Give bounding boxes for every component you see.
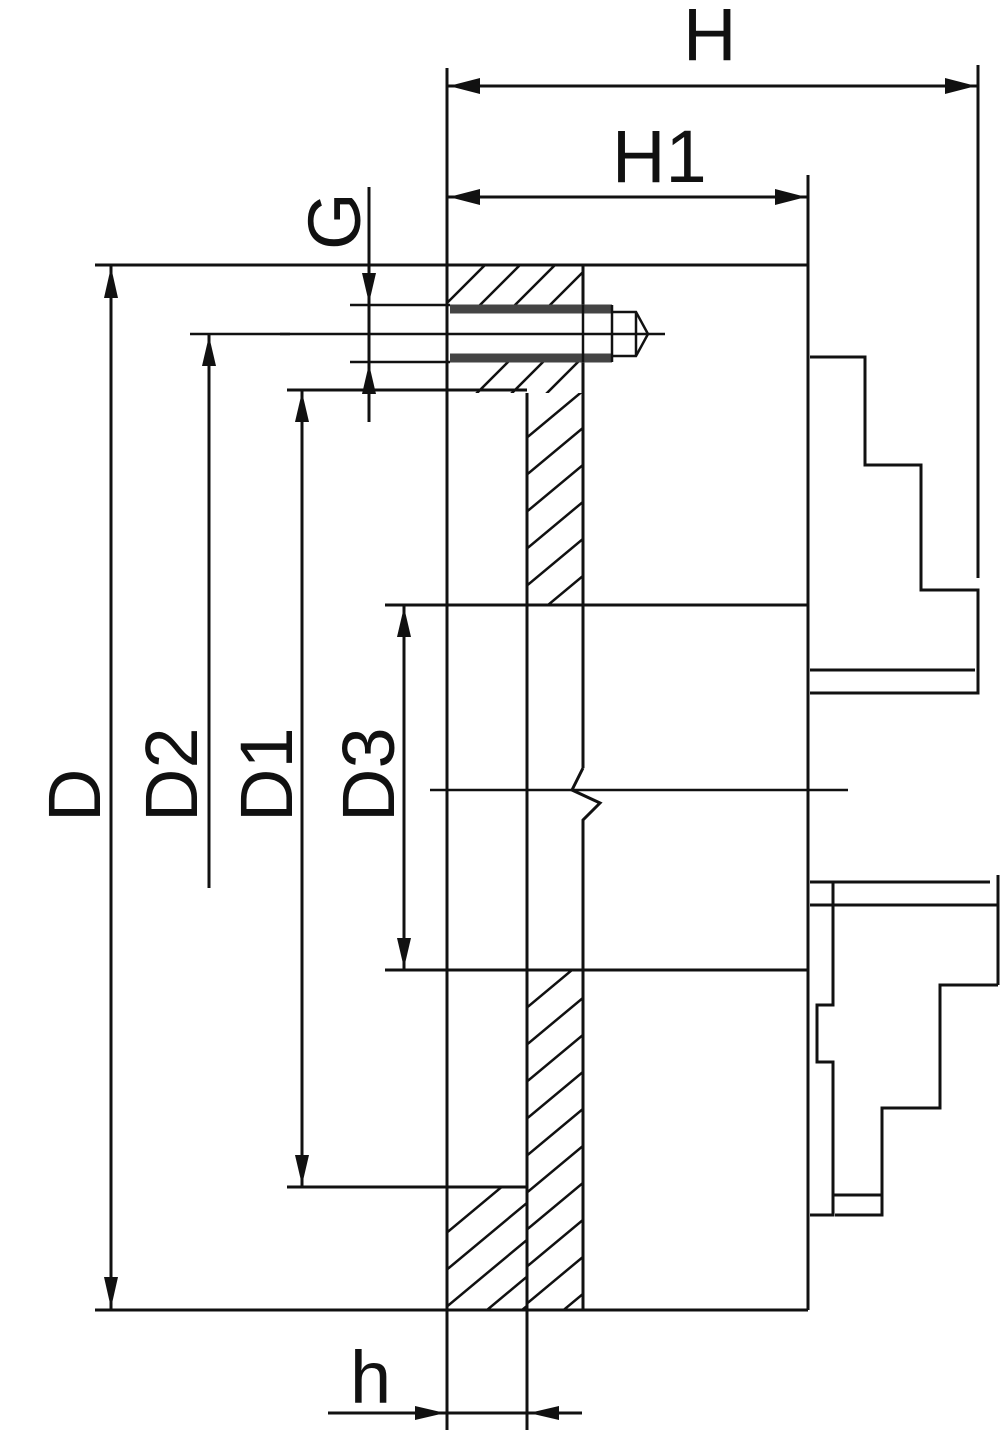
- label-D: D: [33, 769, 116, 822]
- lower-jaw: [810, 875, 1000, 1217]
- label-h: h: [350, 1336, 391, 1419]
- label-D2: D2: [130, 727, 213, 822]
- dimension-d: D: [33, 265, 118, 1310]
- dimension-d1: D1: [225, 390, 309, 1187]
- label-G: G: [293, 192, 376, 250]
- dimension-d3: D3: [327, 605, 411, 970]
- label-H1: H1: [612, 115, 707, 198]
- dimension-g: G: [293, 187, 376, 422]
- label-H: H: [683, 0, 736, 76]
- dimension-h-total: H: [447, 0, 978, 94]
- label-D1: D1: [225, 727, 308, 822]
- dimension-h1: H1: [447, 115, 808, 205]
- label-D3: D3: [327, 727, 410, 822]
- upper-jaw: [810, 355, 980, 695]
- dimension-d2: D2: [130, 332, 290, 888]
- bolt-hole: [280, 303, 665, 364]
- dimension-h-flange: h: [328, 1336, 582, 1420]
